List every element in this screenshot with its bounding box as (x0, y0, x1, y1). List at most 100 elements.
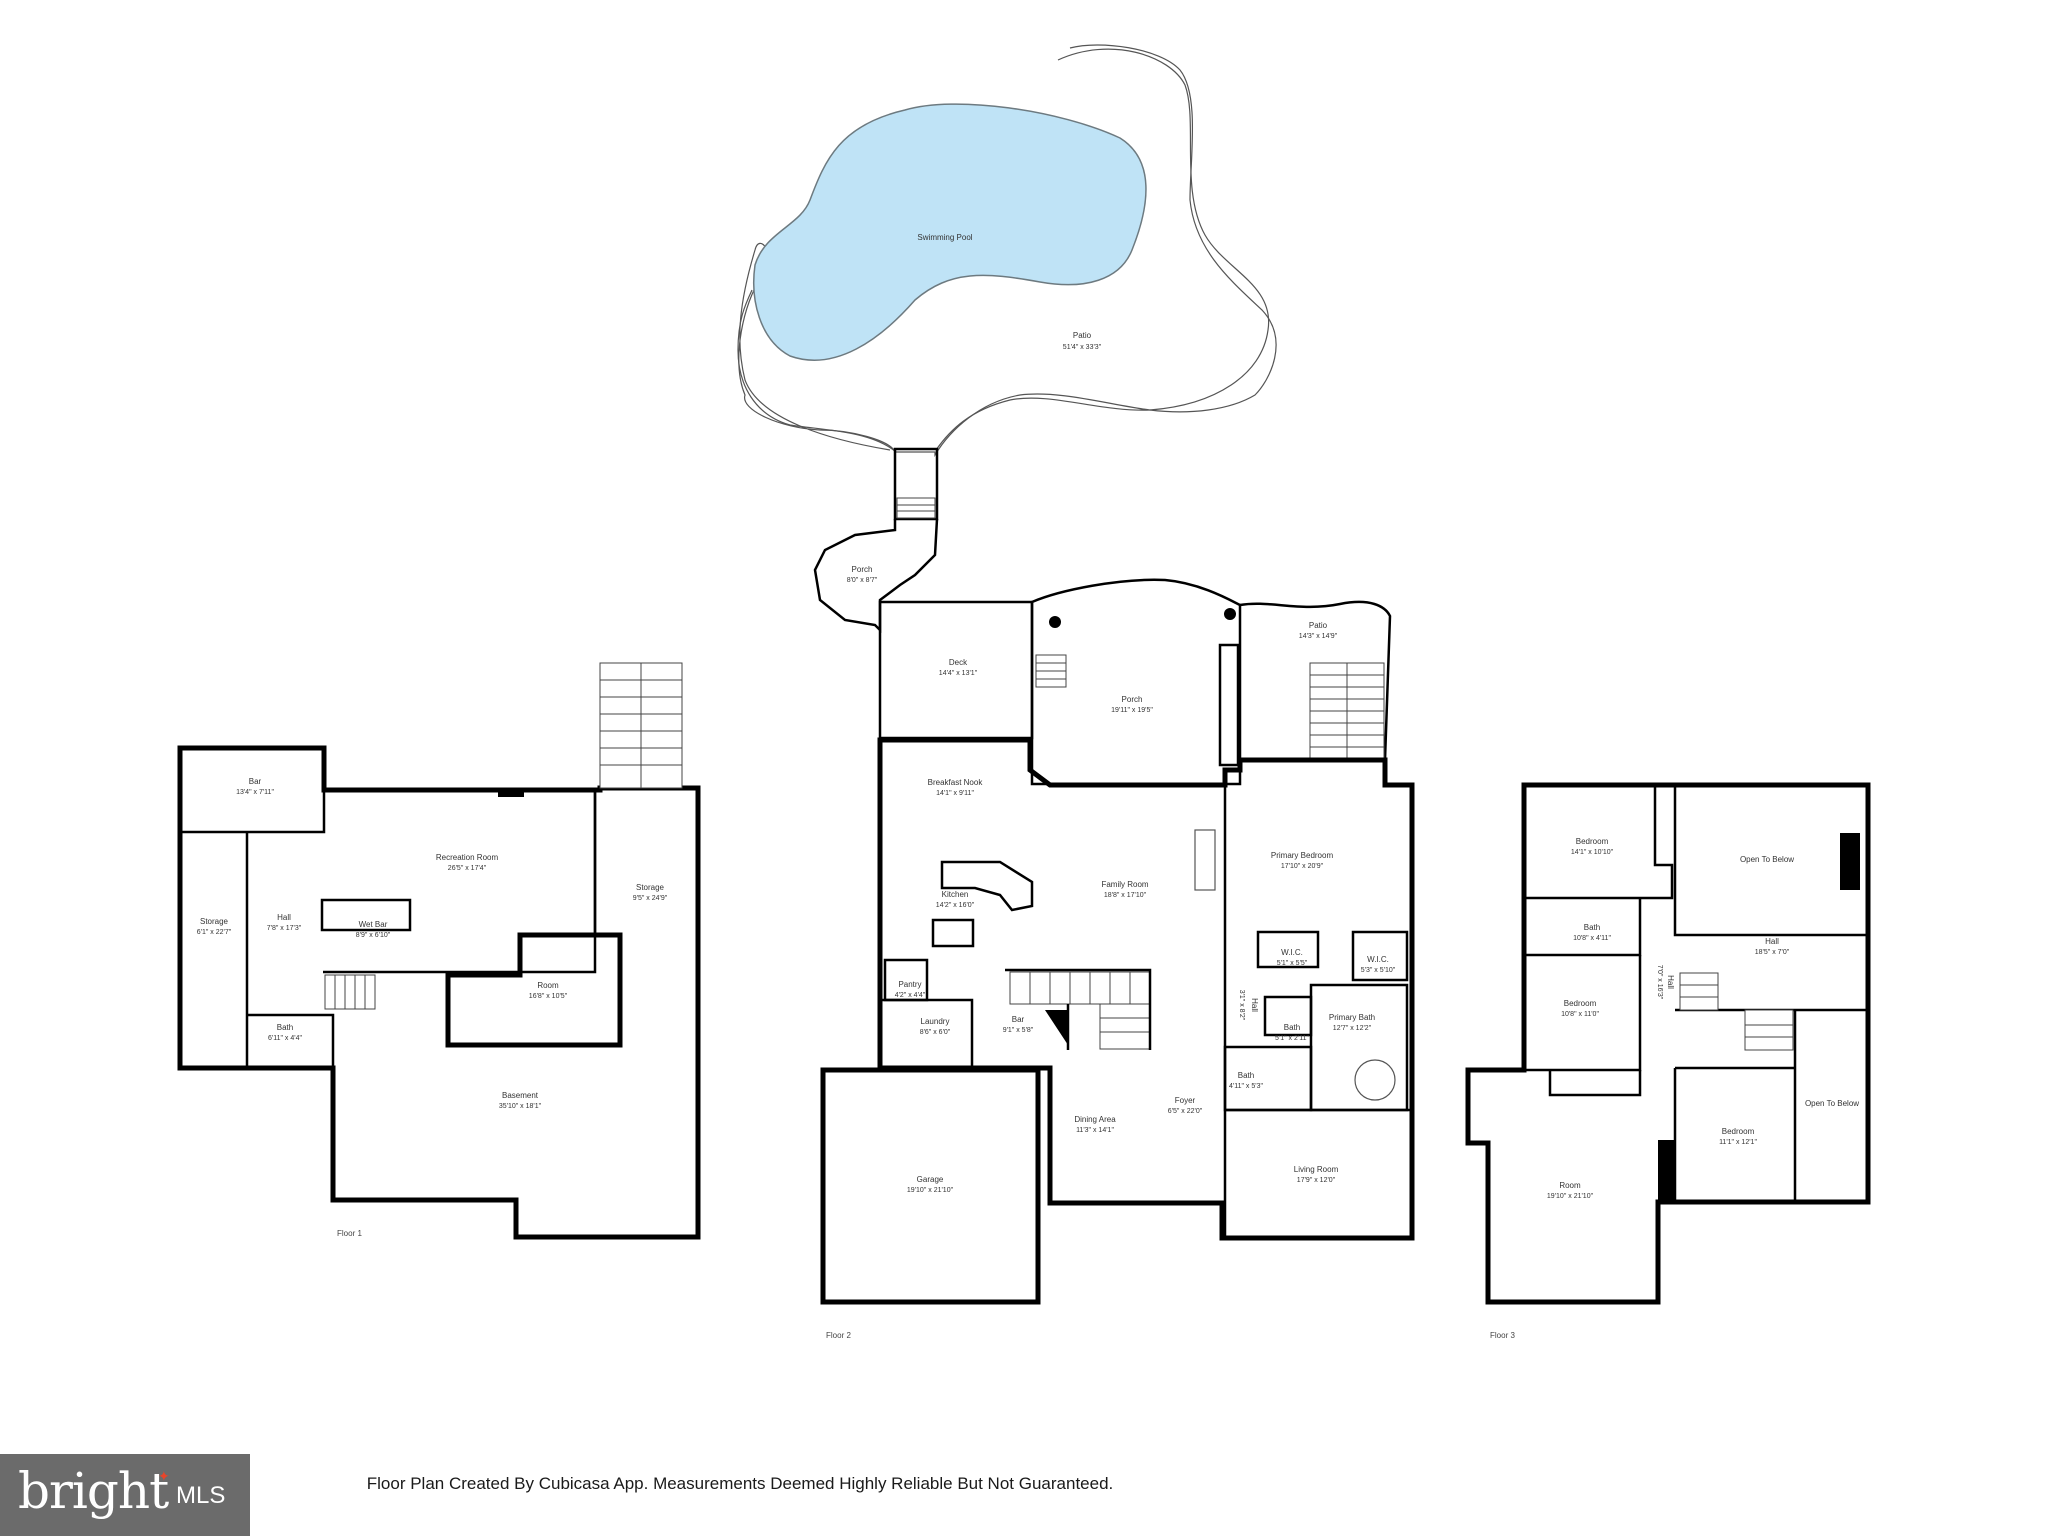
kitchen-label: Kitchen (942, 890, 969, 899)
wic1-size: 5'1" x 5'5" (1277, 960, 1308, 967)
porch-stair (1035, 654, 1067, 688)
f1-hall-size: 7'8" x 17'3" (267, 925, 302, 932)
small-bath-label: Bath (1284, 1023, 1300, 1032)
f3-bath-label: Bath (1584, 923, 1600, 932)
deck-size: 14'4" x 13'1" (939, 670, 978, 677)
wet-bar-counter (320, 898, 412, 932)
laundry-size: 8'6" x 6'0" (920, 1029, 951, 1036)
hall-label: Hall (1250, 998, 1259, 1012)
f3-hall-size: 18'5" x 7'0" (1755, 949, 1790, 956)
dining-label: Dining Area (1074, 1115, 1116, 1124)
floor1-rec-wall (323, 790, 597, 974)
primary-bath-size: 12'7" x 12'2" (1333, 1025, 1372, 1032)
living-size: 17'9" x 12'0" (1297, 1177, 1336, 1184)
logo-wordmark: bright (18, 1462, 169, 1520)
kitchen-size: 14'2" x 16'0" (936, 902, 975, 909)
porch-small-size: 8'0" x 8'7" (847, 577, 878, 584)
patio-top-label: Patio (1073, 331, 1092, 340)
f3-room-size: 19'10" x 21'10" (1547, 1193, 1594, 1200)
grill-counter (1218, 643, 1240, 767)
f1-bar-label: Bar (249, 777, 262, 786)
patio-right-stair (1309, 662, 1385, 759)
bright-mls-logo: bright ✦ MLS (0, 1454, 250, 1536)
logo-star-icon: ✦ (158, 1468, 170, 1484)
living-label: Living Room (1294, 1165, 1339, 1174)
laundry-wall (878, 998, 974, 1070)
patio-right-label: Patio (1309, 621, 1328, 630)
primary-bed-label: Primary Bedroom (1271, 851, 1334, 860)
bath-size: 4'11" x 5'3" (1229, 1083, 1263, 1090)
patio-top-size: 51'4" x 33'3" (1063, 344, 1102, 351)
floor3-bed1-wall (1524, 785, 1674, 900)
pool-label: Swimming Pool (917, 233, 972, 242)
bath-label: Bath (1238, 1071, 1254, 1080)
floor1-bar-wall (180, 790, 326, 834)
f3-open2-label: Open To Below (1805, 1099, 1859, 1108)
f3-bed2-size: 10'8" x 11'0" (1561, 1011, 1599, 1018)
wic2-label: W.I.C. (1367, 955, 1389, 964)
logo-mls-text: MLS (176, 1482, 226, 1509)
pantry-label: Pantry (898, 980, 921, 989)
f1-wetbar-size: 8'9" x 6'10" (356, 932, 391, 939)
walkway (893, 447, 939, 521)
f1-storage-left-size: 6'1" x 22'7" (197, 929, 232, 936)
floor2-outer-wall (877, 737, 1415, 1241)
hall-size: 3'1" x 8'2" (1238, 990, 1245, 1021)
wic2-size: 5'3" x 5'10" (1361, 967, 1396, 974)
kitchen-counter (940, 860, 1034, 912)
porch-small-label: Porch (852, 565, 873, 574)
post (1049, 616, 1061, 628)
floor1-label: Floor 1 (337, 1229, 362, 1238)
floor3-room-wall (1548, 1070, 1642, 1097)
floor3-label: Floor 3 (1490, 1331, 1515, 1340)
f1-bar-size: 13'4" x 7'11" (236, 789, 274, 796)
small-bath-size: 5'1" x 2'11" (1275, 1035, 1309, 1042)
floor2-label: Floor 2 (826, 1331, 851, 1340)
f1-hall-label: Hall (277, 913, 291, 922)
floor3-open1-wall (1673, 785, 1868, 937)
f3-bed1-label: Bedroom (1576, 837, 1609, 846)
f1-storage-right-label: Storage (636, 883, 665, 892)
f1-wetbar-label: Wet Bar (359, 920, 388, 929)
wic2-wall (1351, 930, 1409, 982)
f3-hall2-label: Hall (1666, 975, 1675, 989)
floor3-outer-wall (1465, 782, 1871, 1305)
f3-bed2-label: Bedroom (1564, 999, 1597, 1008)
f1-room-size: 16'8" x 10'5" (529, 993, 568, 1000)
f3-bed3-label: Bedroom (1722, 1127, 1755, 1136)
laundry-label: Laundry (921, 1017, 950, 1026)
bar2-size: 9'1" x 5'8" (1003, 1027, 1034, 1034)
f1-bath-size: 6'11" x 4'4" (268, 1035, 302, 1042)
wic1-label: W.I.C. (1281, 948, 1303, 957)
f1-storage-right-size: 9'5" x 24'9" (633, 895, 668, 902)
f1-rec-label: Recreation Room (436, 853, 499, 862)
dining-size: 11'3" x 14'1" (1076, 1127, 1114, 1134)
kitchen-island (931, 918, 975, 948)
f3-hall2-size: 7'0" x 16'3" (1656, 965, 1663, 1000)
primary-bath-wall (1309, 983, 1409, 1112)
pantry-size: 4'2" x 4'4" (895, 992, 926, 999)
floor1-room-wall (445, 932, 623, 1048)
f3-bed3-size: 11'1" x 12'1" (1719, 1139, 1757, 1146)
f1-rec-size: 26'5" x 17'4" (448, 865, 487, 872)
floor1-hall-wall (247, 1013, 335, 1068)
wic1-wall (1256, 930, 1320, 969)
porch-big-label: Porch (1122, 695, 1143, 704)
f1-bath-label: Bath (277, 1023, 293, 1032)
f3-hall-label: Hall (1765, 937, 1779, 946)
patio-stair (896, 497, 936, 519)
primary-bed-size: 17'10" x 20'9" (1281, 863, 1324, 870)
patio-boundary (737, 48, 1270, 453)
fireplace (1194, 829, 1216, 891)
f3-open1-label: Open To Below (1740, 855, 1794, 864)
disclaimer-note: Floor Plan Created By Cubicasa App. Meas… (366, 1474, 1114, 1493)
patio-right-size: 14'3" x 14'9" (1299, 633, 1338, 640)
floor1-exterior-stair (599, 662, 683, 789)
f1-storage-left-label: Storage (200, 917, 229, 926)
foyer-size: 6'5" x 22'0" (1168, 1108, 1203, 1115)
garage-wall (820, 1067, 1041, 1305)
f3-bed1-size: 14'1" x 10'10" (1571, 849, 1614, 856)
nook-size: 14'1" x 9'11" (936, 790, 974, 797)
f3-room-label: Room (1559, 1181, 1581, 1190)
